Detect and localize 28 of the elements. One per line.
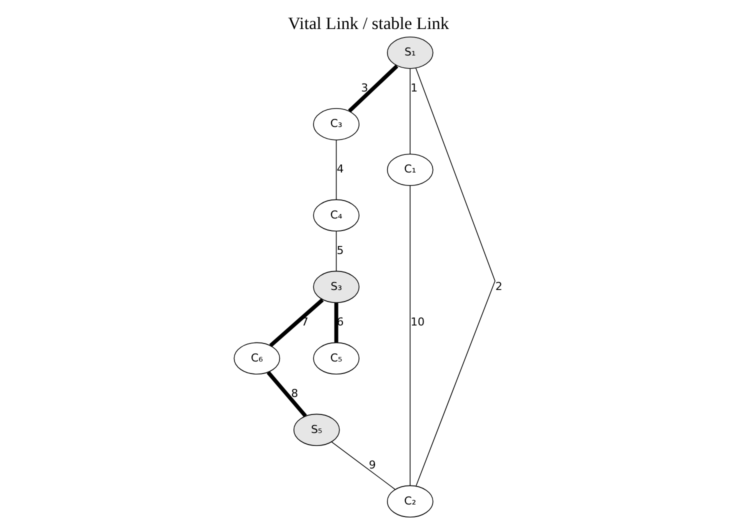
edge-label: 9 <box>368 458 376 472</box>
node-ellipse: C₆ <box>233 342 280 374</box>
connector <box>335 140 336 200</box>
connector <box>348 64 398 112</box>
node-ellipse: S₅ <box>292 414 340 446</box>
connector <box>414 68 495 486</box>
edge-label: 2 <box>494 280 502 293</box>
node-ellipse: C₂ <box>386 485 433 518</box>
node-ellipse: C₄ <box>312 199 359 232</box>
edge-label: 3 <box>360 81 368 94</box>
node-ellipse: C₅ <box>312 342 359 374</box>
diagram-title: Vital Link / stable Link <box>287 14 449 33</box>
edge-label: 8 <box>290 387 298 400</box>
connector <box>330 442 396 490</box>
node-ellipse: S₃ <box>312 270 359 303</box>
connector <box>334 302 338 342</box>
connector <box>409 185 410 486</box>
node-ellipse: C₁ <box>386 154 433 186</box>
node-ellipse: S₁ <box>386 36 433 69</box>
edge-label: 5 <box>336 244 344 258</box>
node-ellipse: C₃ <box>312 108 359 140</box>
connector <box>409 68 410 154</box>
connector <box>266 371 306 418</box>
connector <box>335 230 336 272</box>
edge-label: 1 <box>410 81 418 94</box>
edge-label: 4 <box>336 162 344 176</box>
edge-label: 10 <box>410 316 424 329</box>
connector <box>268 298 324 348</box>
